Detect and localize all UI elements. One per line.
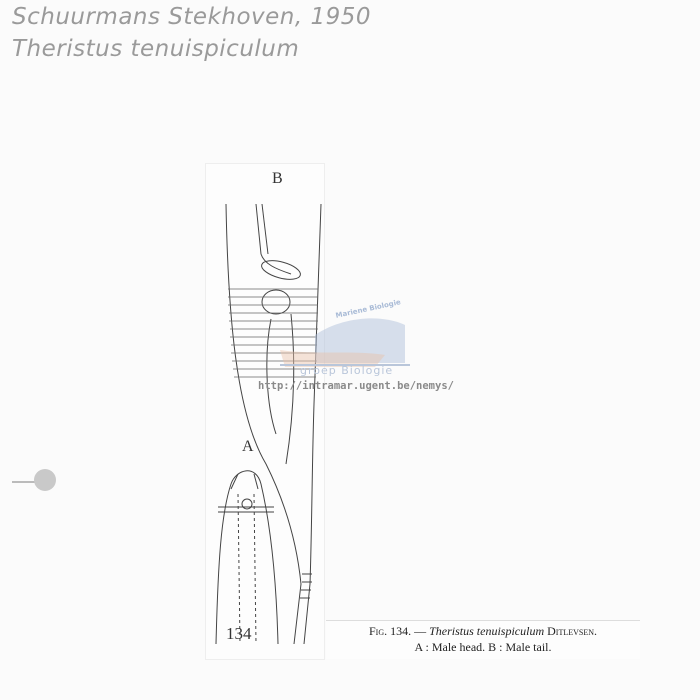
watermark-url: http://intramar.ugent.be/nemys/	[258, 380, 454, 392]
pin-head	[34, 469, 56, 491]
caption-fig-label: Fig. 134. —	[368, 624, 427, 638]
figure-label-a: A	[242, 438, 254, 455]
watermark-logo	[280, 318, 410, 367]
nematode-drawing	[215, 203, 322, 645]
handwritten-citation: Schuurmans Stekhoven, 1950	[12, 4, 372, 30]
tail-outline-right	[303, 203, 322, 645]
tail-outline-left	[225, 203, 302, 645]
caption-species: Theristus tenuispiculum	[429, 624, 545, 638]
pin-needle	[12, 481, 36, 483]
figure-label-b: B	[272, 170, 283, 187]
figure-plate: B A 134	[205, 163, 325, 660]
figure-number: 134	[226, 624, 252, 643]
caption-line-1: Fig. 134. — Theristus tenuispiculum Ditl…	[326, 623, 640, 639]
caption-line-2: A : Male head. B : Male tail.	[414, 640, 552, 654]
watermark-group-text: groep Biologie	[300, 364, 394, 377]
watermark-wave	[315, 318, 405, 363]
figure-caption: Fig. 134. — Theristus tenuispiculum Ditl…	[326, 620, 640, 659]
handwritten-species-name: Theristus tenuispiculum	[12, 36, 300, 62]
watermark-boat	[280, 350, 385, 367]
caption-author: Ditlevsen.	[547, 624, 598, 638]
